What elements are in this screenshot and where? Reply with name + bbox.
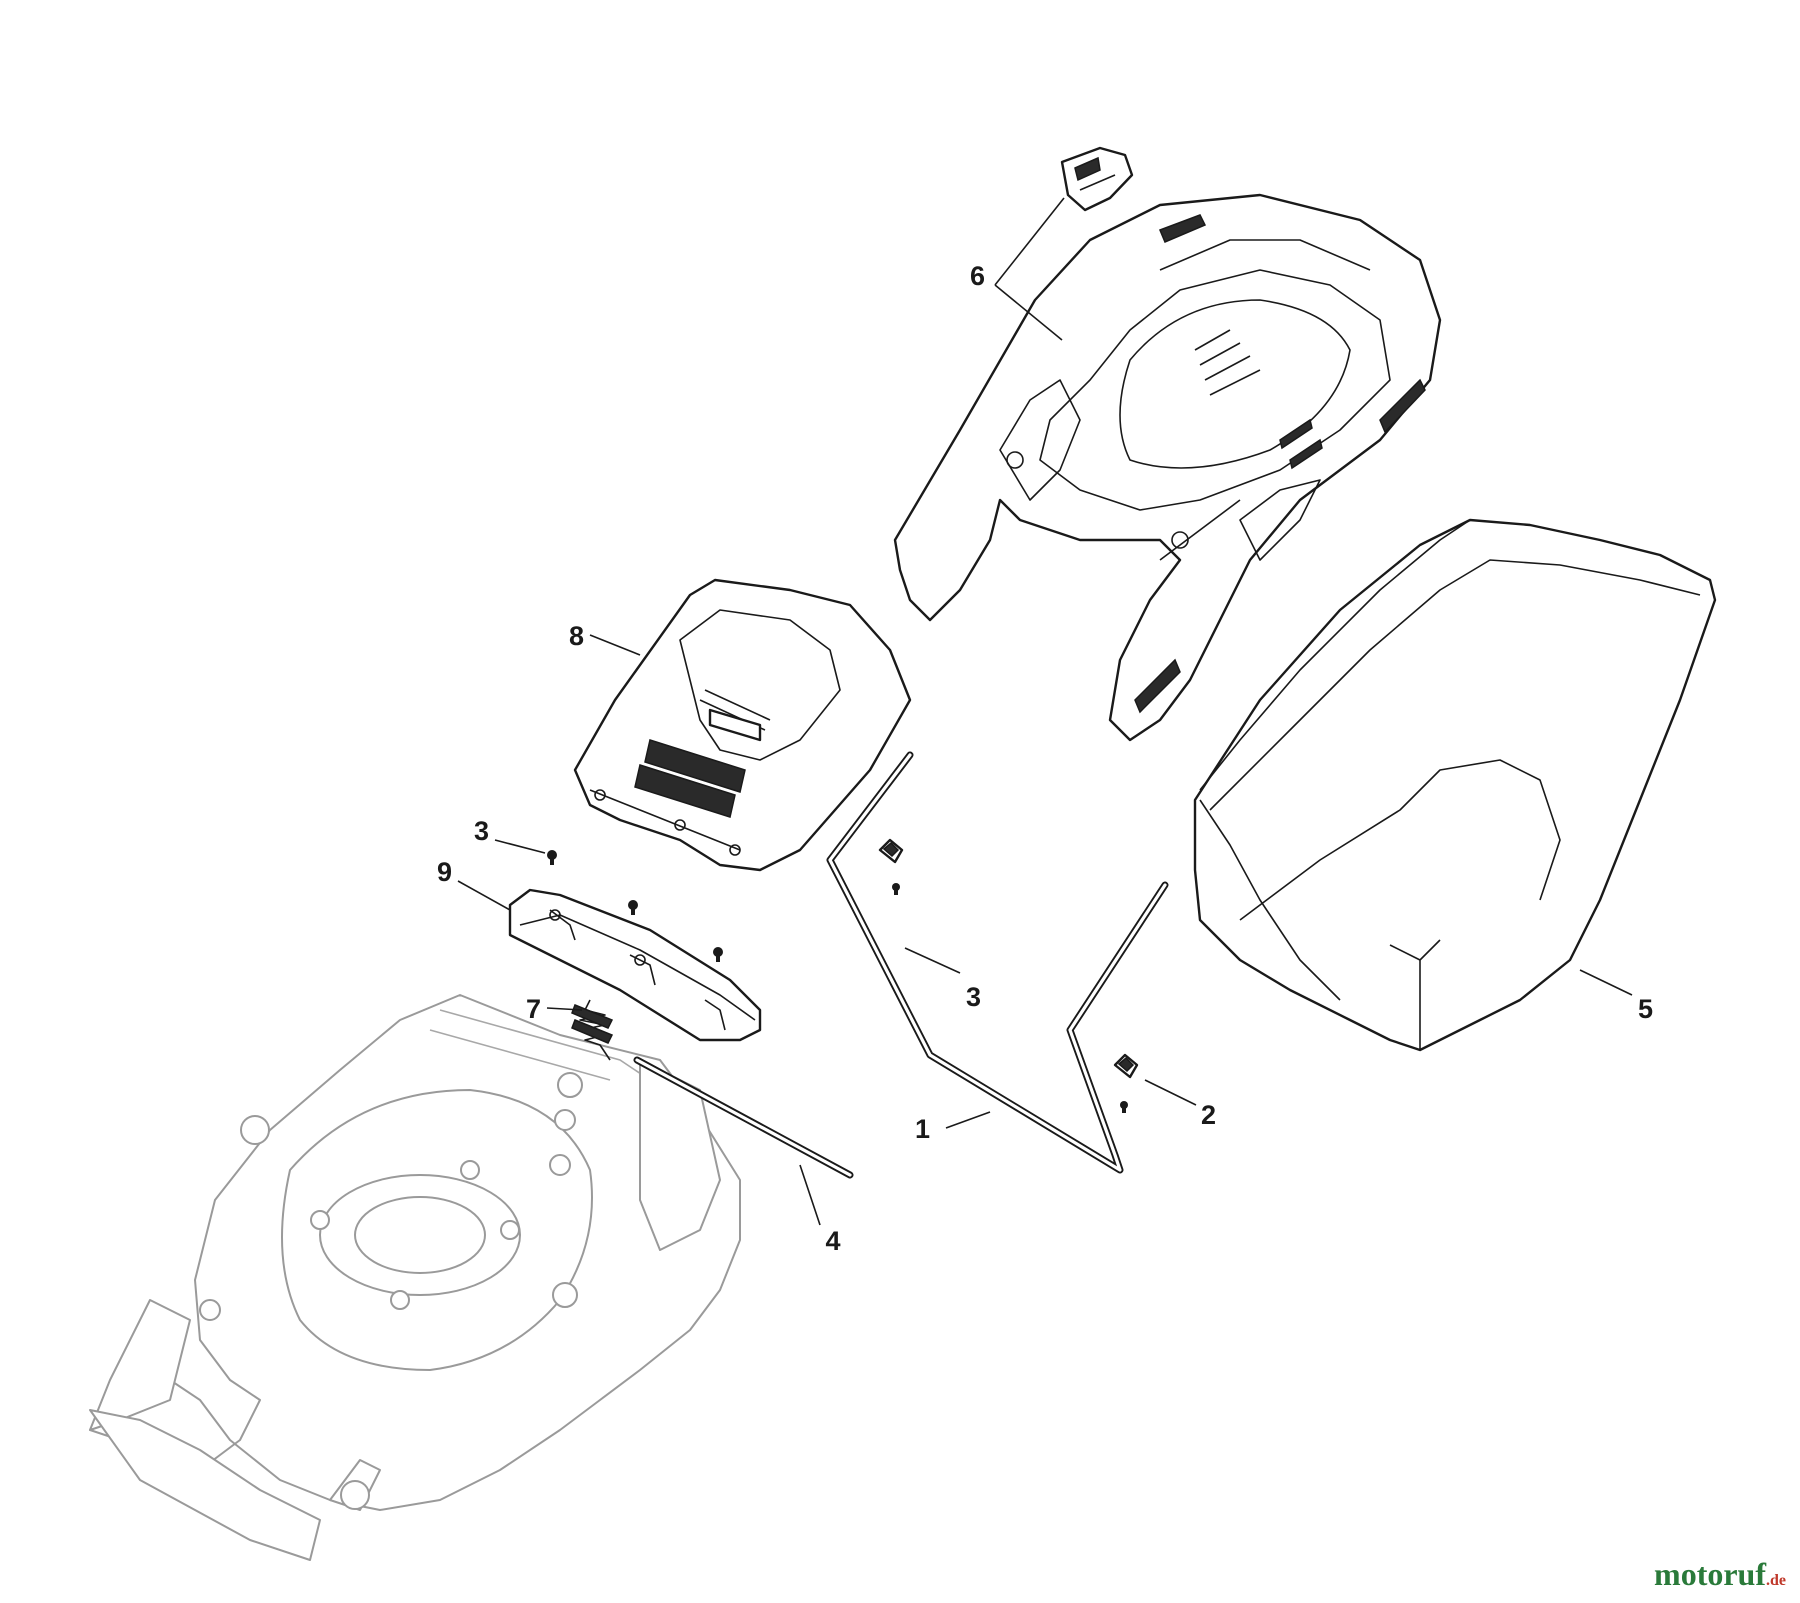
- callout-7: 7: [526, 994, 541, 1024]
- part-7-spring: [571, 999, 614, 1061]
- watermark-domain: .de: [1766, 1572, 1786, 1589]
- part-6-upper-shell: [893, 193, 1442, 742]
- callout-1: 1: [915, 1114, 930, 1144]
- leader-lines: [457, 197, 1633, 1226]
- part-3-clip: [878, 838, 904, 864]
- screws: [547, 850, 1128, 1113]
- part-4-rod: [633, 1056, 854, 1179]
- watermark-logo: motoruf.de: [1654, 1556, 1786, 1593]
- callout-9: 9: [437, 857, 452, 887]
- callouts: 6 8 3 9 7 4 1 3 2 5: [437, 261, 1653, 1256]
- callout-8: 8: [569, 621, 584, 651]
- part-5-grass-bag: [1193, 518, 1717, 1052]
- part-9-hinge-bracket: [508, 888, 762, 1042]
- callout-3-right: 3: [966, 982, 981, 1012]
- watermark-main: motoruf: [1654, 1556, 1766, 1592]
- callout-2: 2: [1201, 1100, 1216, 1130]
- part-2-clip: [1113, 1053, 1139, 1079]
- callout-6: 6: [970, 261, 985, 291]
- callout-4: 4: [825, 1226, 840, 1256]
- mower-deck: [89, 994, 741, 1561]
- callout-3-left: 3: [474, 816, 489, 846]
- part-8-rear-cover: [573, 578, 912, 872]
- part-1-handle-frame: [826, 751, 1169, 1174]
- callout-5: 5: [1638, 994, 1653, 1024]
- part-6-latch: [1060, 146, 1134, 212]
